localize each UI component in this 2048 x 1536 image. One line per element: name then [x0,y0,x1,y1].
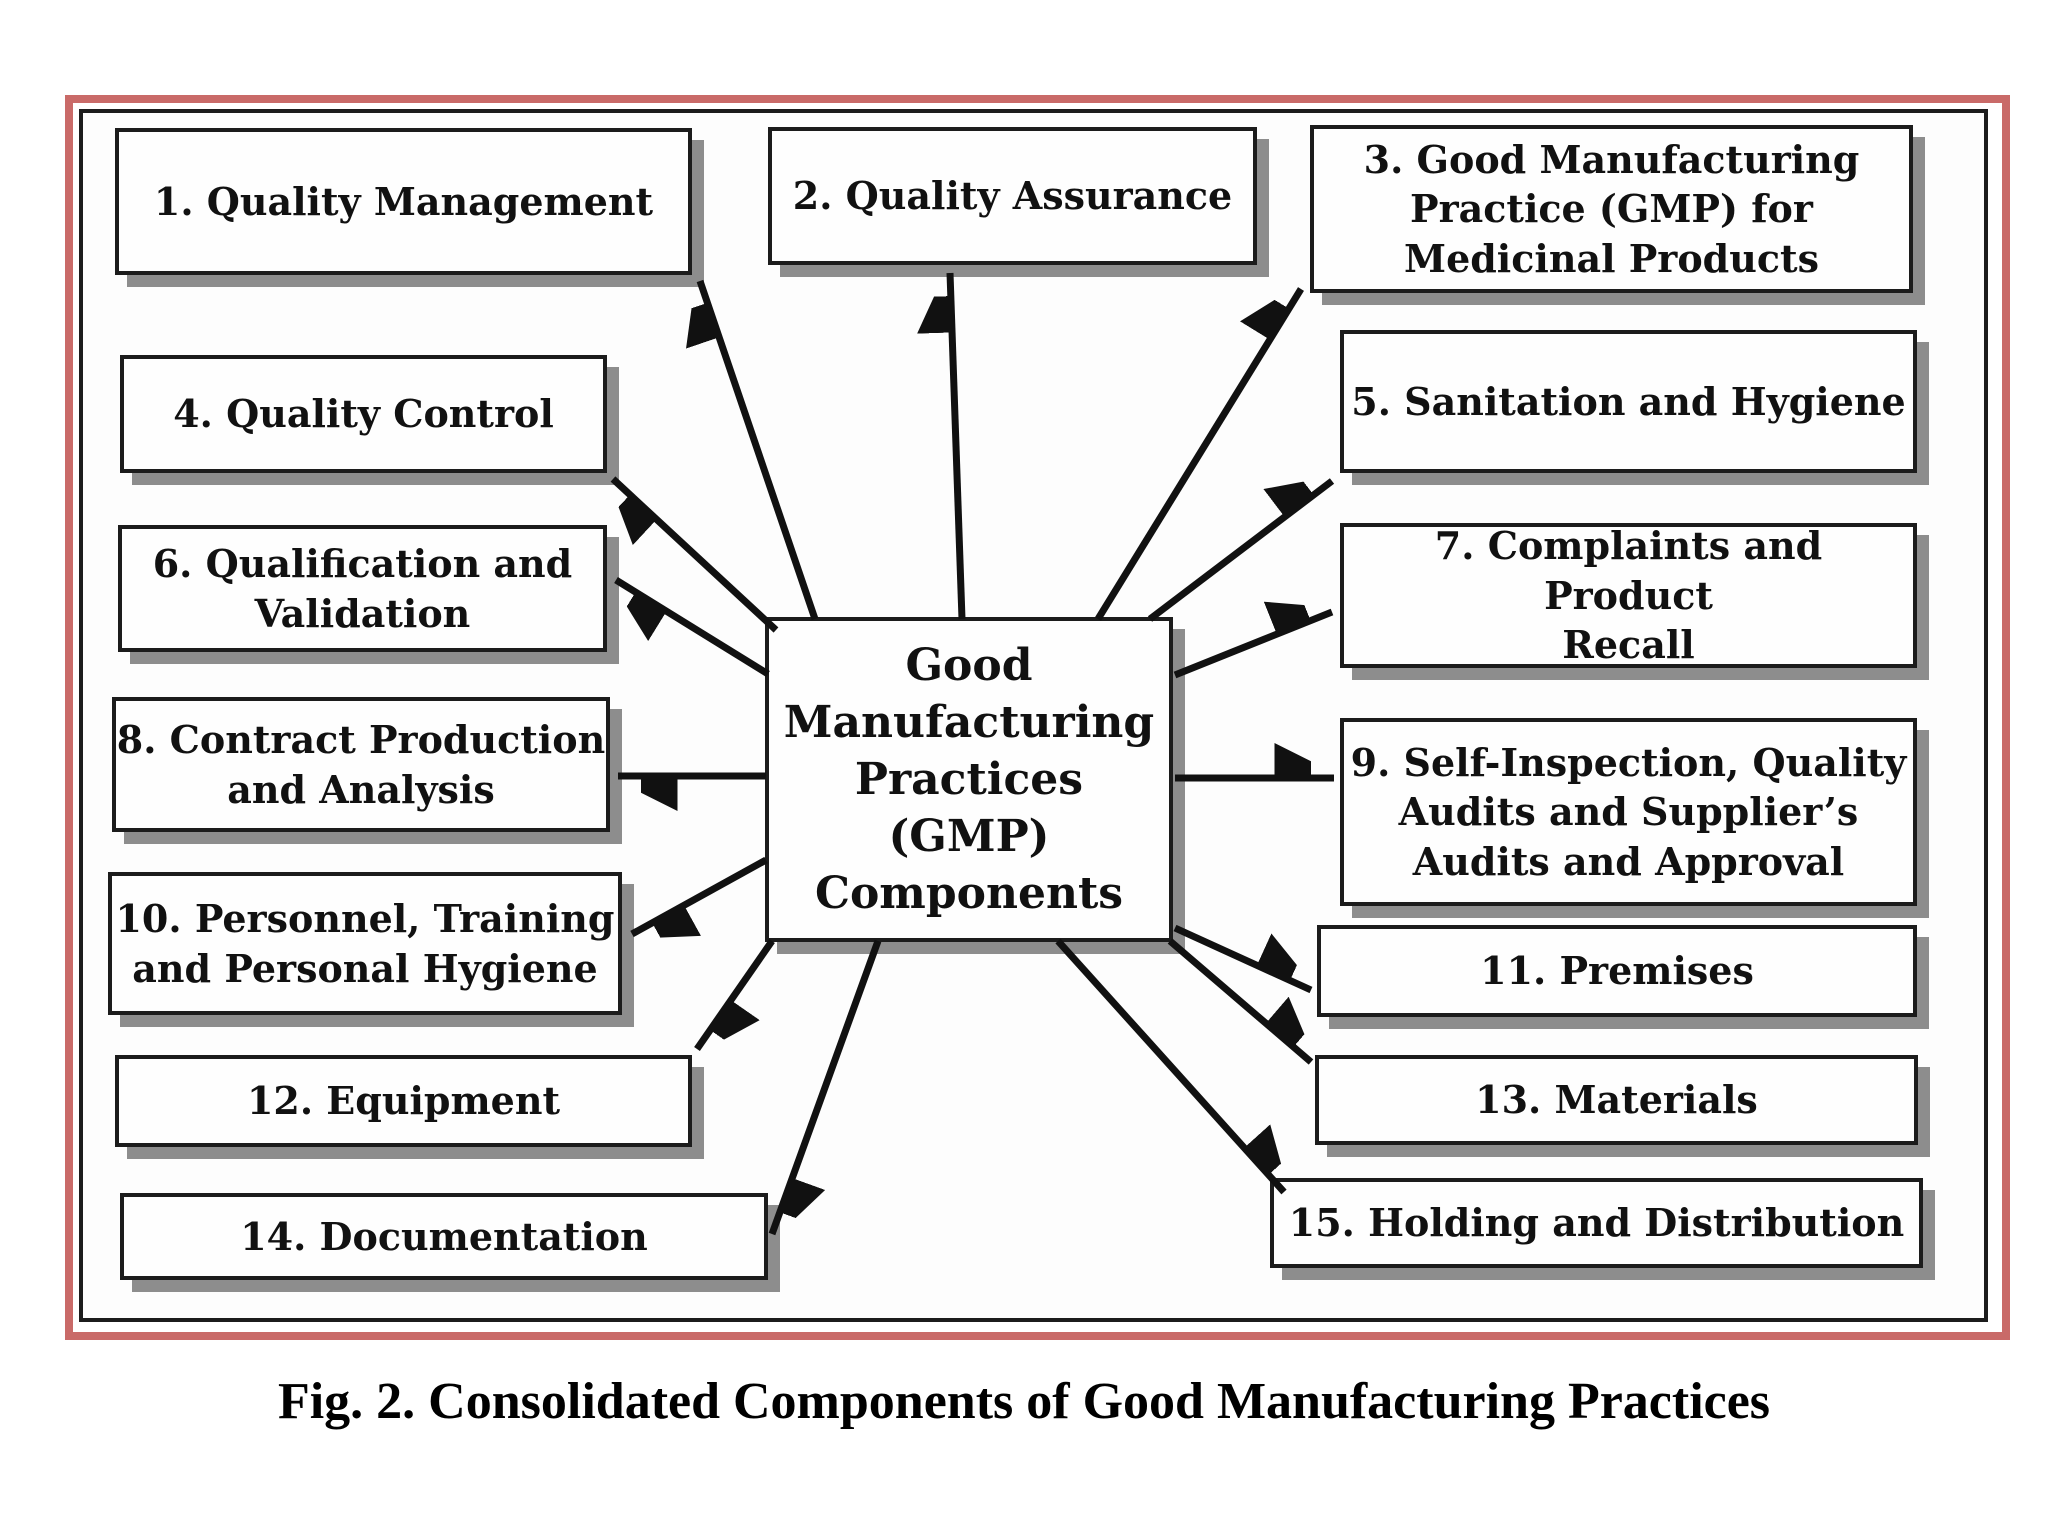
component-box-8: 8. Contract Production and Analysis [112,697,610,832]
component-box-6: 6. Qualification and Validation [118,525,607,652]
component-box-7: 7. Complaints and Product Recall [1340,523,1917,668]
component-box-12: 12. Equipment [115,1055,692,1147]
gmp-center-box: Good Manufacturing Practices (GMP) Compo… [765,617,1173,942]
component-box-5: 5. Sanitation and Hygiene [1340,330,1917,473]
component-box-11: 11. Premises [1317,925,1917,1017]
component-box-3: 3. Good Manufacturing Practice (GMP) for… [1310,125,1913,293]
component-box-10: 10. Personnel, Training and Personal Hyg… [108,872,622,1015]
component-box-2: 2. Quality Assurance [768,127,1257,265]
figure-caption: Fig. 2. Consolidated Components of Good … [277,1373,1771,1430]
component-box-15: 15. Holding and Distribution [1270,1178,1923,1268]
component-box-13: 13. Materials [1315,1055,1918,1145]
component-box-9: 9. Self-Inspection, Quality Audits and S… [1340,718,1917,906]
component-box-4: 4. Quality Control [120,355,607,473]
component-box-1: 1. Quality Management [115,128,692,275]
component-box-14: 14. Documentation [120,1193,768,1280]
